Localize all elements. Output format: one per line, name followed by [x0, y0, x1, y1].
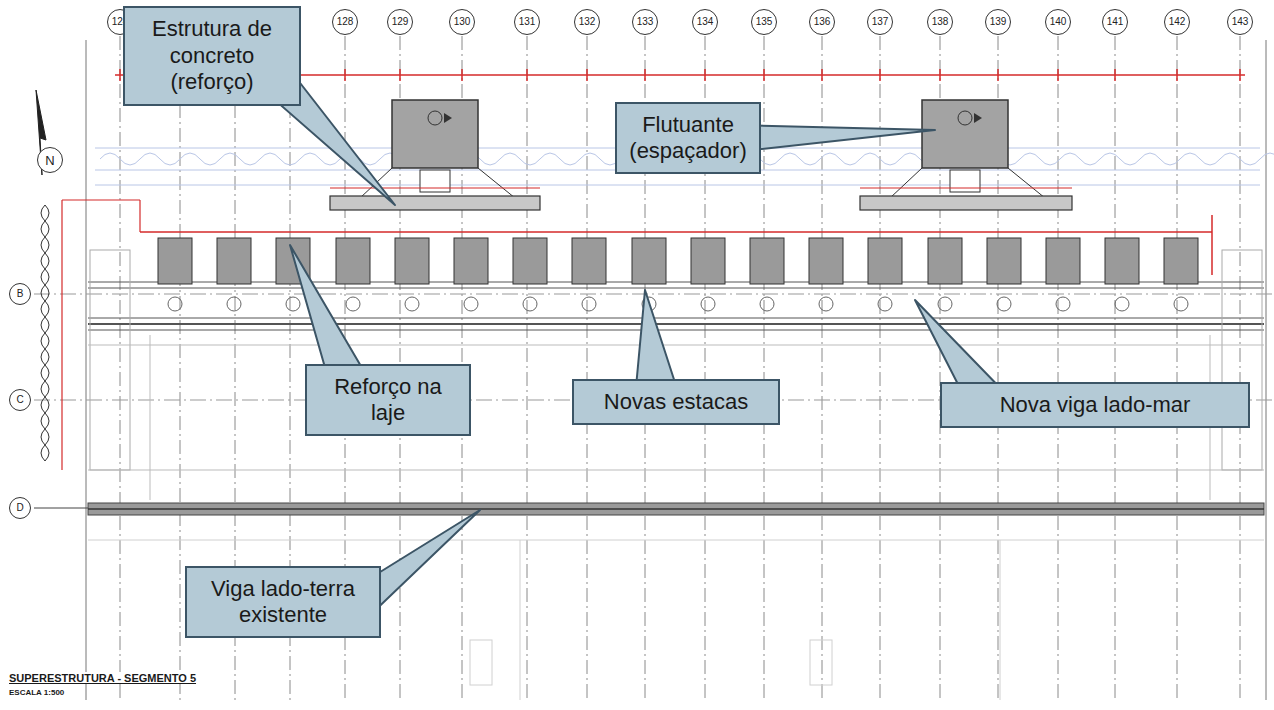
grid-bubble: 136	[809, 9, 835, 35]
grid-number: 136	[814, 17, 831, 27]
grid-bubble: 129	[387, 9, 413, 35]
grid-number: 143	[1232, 17, 1249, 27]
slab-ribs	[88, 335, 1264, 500]
callout-box: Viga lado-terra existente	[185, 566, 381, 639]
grid-bubble: D	[9, 497, 31, 519]
grid-bubble: N	[37, 147, 63, 173]
grid-bubble: 139	[985, 9, 1011, 35]
callout-tails	[252, 70, 1010, 620]
grid-number: N	[45, 154, 54, 167]
grid-number: 142	[1169, 17, 1186, 27]
grid-lines	[120, 36, 1240, 700]
grid-bubble: 141	[1102, 9, 1128, 35]
grid-bubble: 137	[867, 9, 893, 35]
callout-text: Nova viga lado-mar	[1000, 392, 1191, 418]
grid-bubble: 134	[692, 9, 718, 35]
callout-box: Flutuante (espaçador)	[615, 102, 761, 175]
drawing-title: SUPERESTRUTURA - SEGMENTO 5	[8, 672, 197, 684]
grid-bubble: 133	[632, 9, 658, 35]
grid-number: 138	[932, 17, 949, 27]
grid-bubble: C	[9, 389, 31, 411]
callout-text: Reforço na laje	[323, 374, 453, 427]
grid-bubble: B	[9, 283, 31, 305]
callout-box: Estrutura de concreto (reforço)	[123, 6, 301, 105]
boundary-line	[86, 40, 87, 700]
callout-text: Novas estacas	[604, 389, 748, 415]
grid-bubble: 130	[449, 9, 475, 35]
grid-number: 132	[579, 17, 596, 27]
seaward-beam	[88, 282, 1264, 330]
grid-number: C	[16, 395, 23, 405]
grid-number: 140	[1050, 17, 1067, 27]
grid-number: 135	[756, 17, 773, 27]
grid-number: D	[16, 503, 23, 513]
callout-text: Viga lado-terra existente	[203, 576, 363, 629]
grid-number: 134	[697, 17, 714, 27]
callout-box: Reforço na laje	[305, 364, 471, 437]
end-zones	[90, 250, 1262, 470]
grid-bubble: 132	[574, 9, 600, 35]
left-dimension	[41, 200, 140, 470]
grid-number: 130	[454, 17, 471, 27]
grid-number: 128	[337, 17, 354, 27]
grid-number: B	[17, 289, 24, 299]
concrete-structure	[330, 188, 1072, 210]
floater	[360, 100, 1045, 198]
new-piles	[158, 238, 1198, 284]
drawing-title: ESCALA 1:500	[8, 688, 65, 697]
grid-number: 133	[637, 17, 654, 27]
grid-number: 139	[990, 17, 1007, 27]
grid-bubble: 138	[927, 9, 953, 35]
grid-bubble: 128	[332, 9, 358, 35]
grid-number: 129	[392, 17, 409, 27]
grid-bubble: 143	[1227, 9, 1253, 35]
grid-bubble: 140	[1045, 9, 1071, 35]
grid-number: 131	[519, 17, 536, 27]
callout-box: Nova viga lado-mar	[940, 382, 1250, 428]
landward-beam	[34, 503, 1264, 515]
grid-bubble: 131	[514, 9, 540, 35]
callout-text: Flutuante (espaçador)	[629, 112, 746, 165]
callout-text: Estrutura de concreto (reforço)	[141, 16, 283, 95]
grid-number: 141	[1107, 17, 1124, 27]
lower-layout	[88, 540, 1264, 700]
grid-bubble: 142	[1164, 9, 1190, 35]
grid-number: 137	[872, 17, 889, 27]
boundary-line	[1266, 40, 1267, 700]
callout-box: Novas estacas	[572, 379, 780, 425]
grid-bubble: 135	[751, 9, 777, 35]
